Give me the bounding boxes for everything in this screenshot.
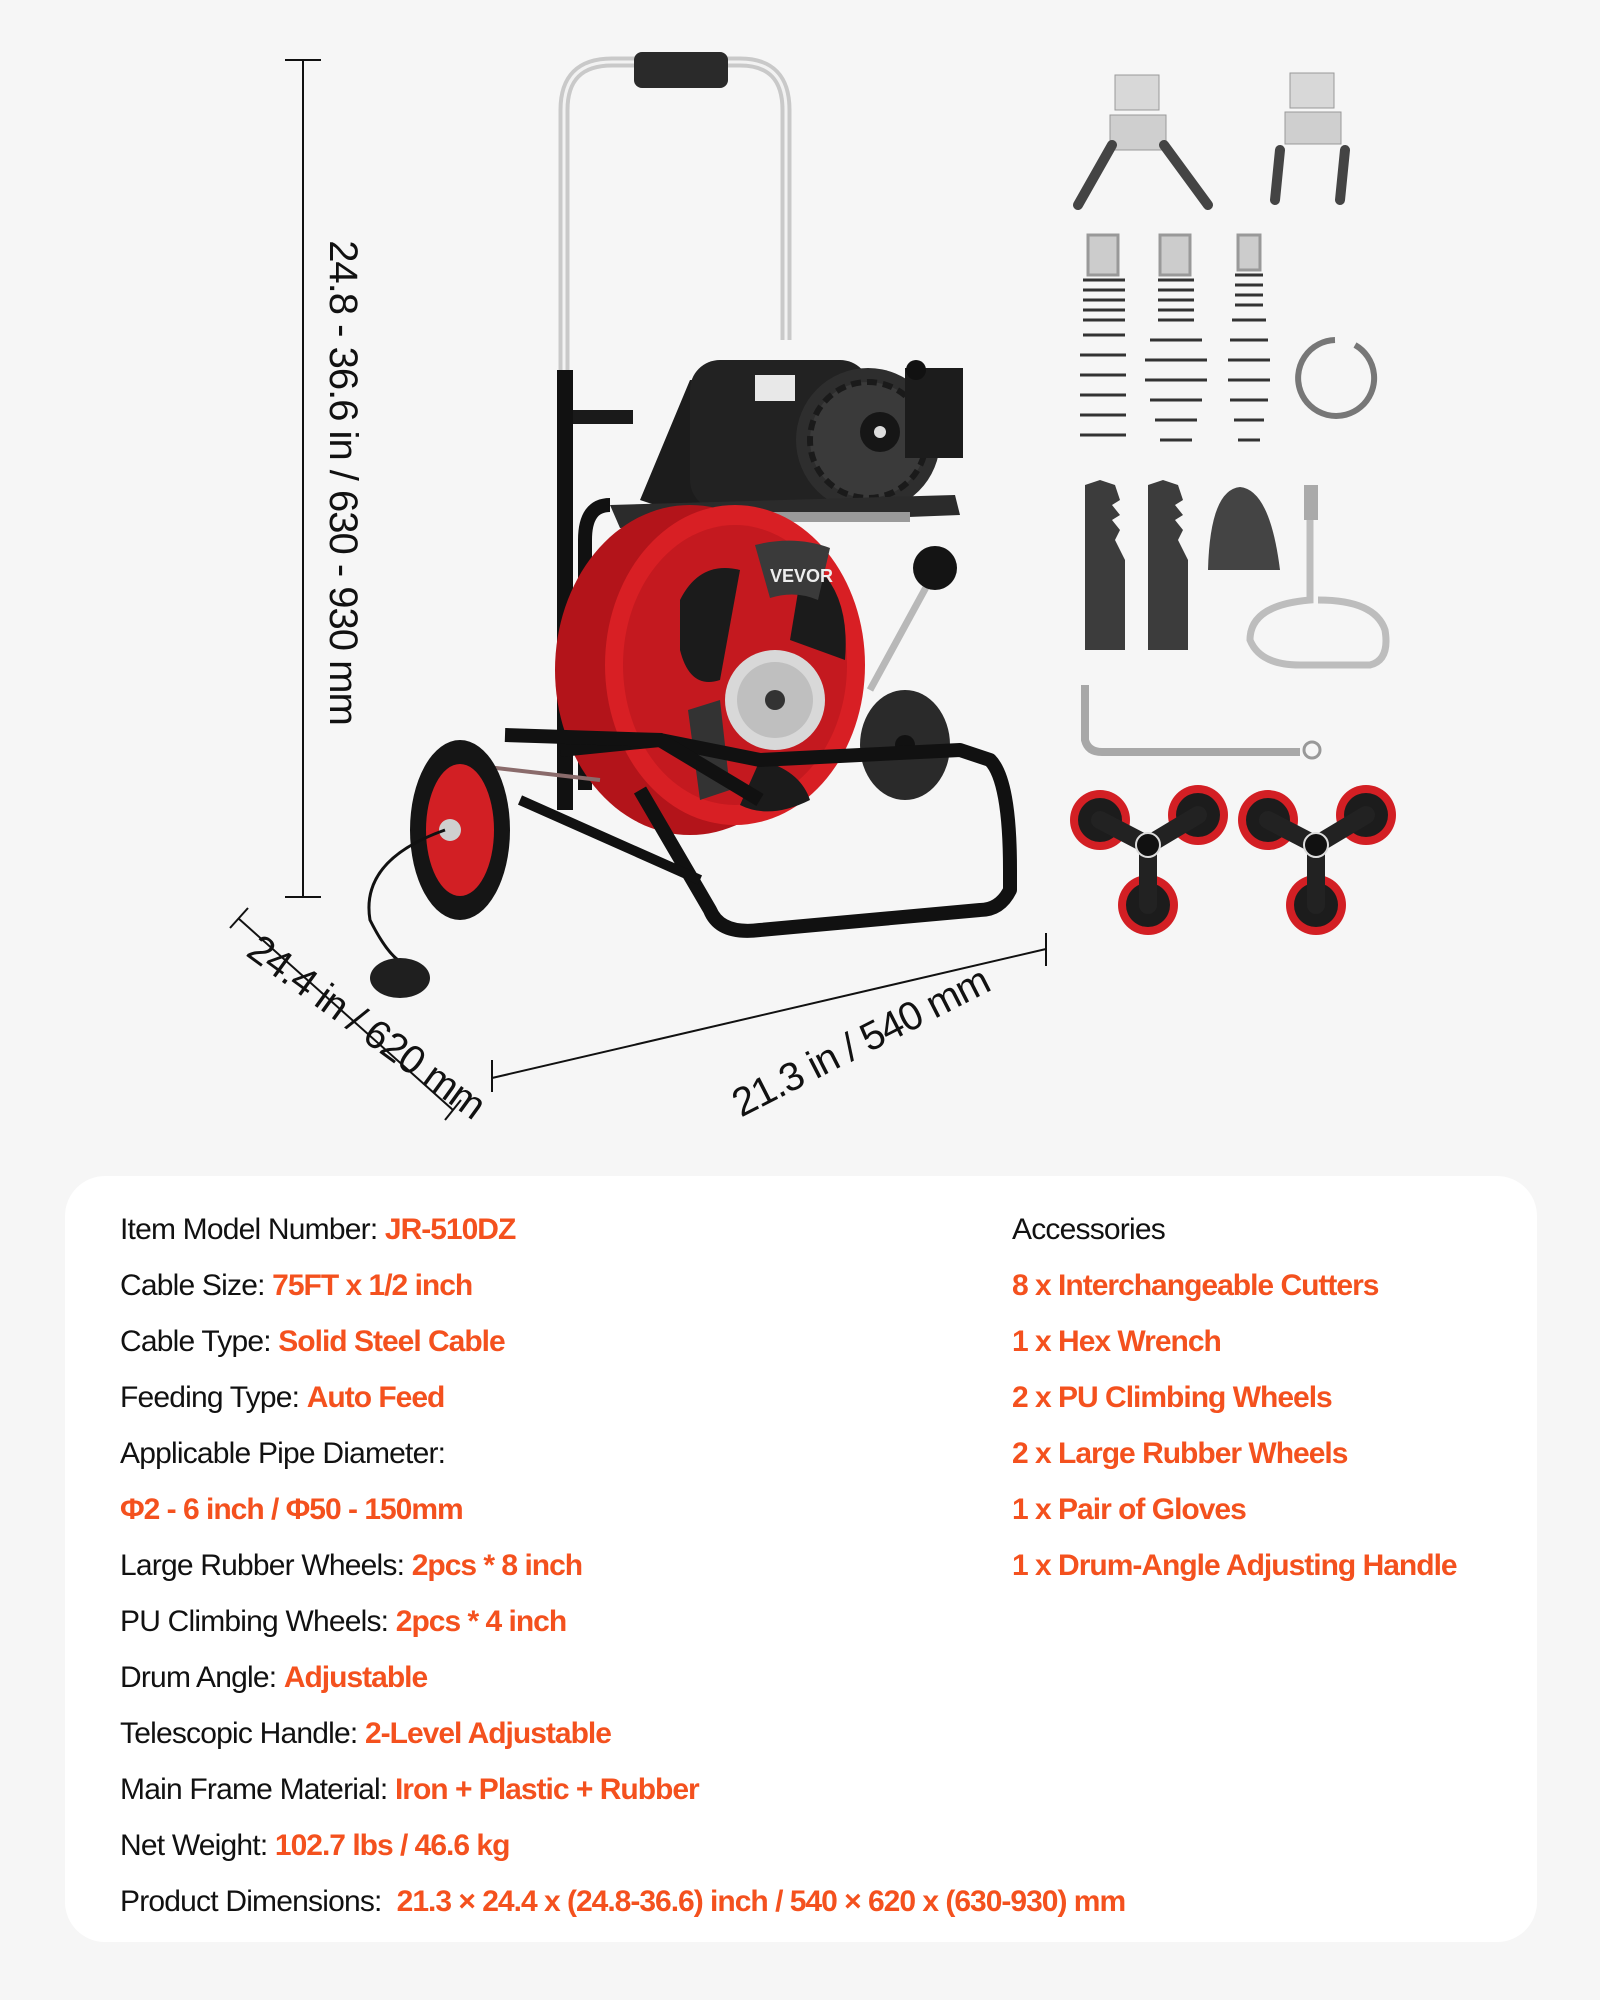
spec-label: Product Dimensions: [120,1885,397,1918]
spec-label: Large Rubber Wheels: [120,1549,412,1582]
accessory-item: 2 x Large Rubber Wheels [1012,1437,1348,1470]
width-dimension-line [491,933,1047,1092]
accessory-item: 1 x Drum-Angle Adjusting Handle [1012,1549,1458,1582]
climbing-wheels-accessory [1070,785,1396,935]
spec-label: Net Weight: [120,1829,275,1862]
spec-value: 21.3 × 24.4 x (24.8-36.6) inch / 540 × 6… [396,1885,1126,1918]
spec-value: JR-510DZ [384,1213,516,1246]
drain-cleaner-machine: VEVOR [367,52,1017,998]
spec-value: 2-Level Adjustable [364,1717,612,1750]
spec-value: Adjustable [283,1661,428,1694]
spec-label: Feeding Type: [120,1381,307,1414]
depth-dimension-line [229,907,462,1121]
spec-row-pipe-diameter-label: Applicable Pipe Diameter: [120,1426,1125,1482]
height-dimension-line [285,59,321,898]
specifications-card: Item Model Number: JR-510DZ Cable Size: … [65,1176,1537,1942]
spec-label: Applicable Pipe Diameter: [120,1437,446,1470]
spec-label: Cable Size: [120,1269,273,1302]
spec-row-model: Item Model Number: JR-510DZ [120,1202,1125,1258]
spec-row-drum-angle: Drum Angle: Adjustable [120,1650,1125,1706]
spec-row-cable-type: Cable Type: Solid Steel Cable [120,1314,1125,1370]
spec-value: Iron + Plastic + Rubber [394,1773,700,1806]
spec-value: 75FT x 1/2 inch [272,1269,473,1302]
product-illustration-area: VEVOR [229,52,1396,1128]
accessory-item: 8 x Interchangeable Cutters [1012,1269,1379,1302]
spec-label: PU Climbing Wheels: [120,1605,396,1638]
accessory-item: 2 x PU Climbing Wheels [1012,1381,1333,1414]
spec-label: Item Model Number: [120,1213,385,1246]
spec-value: 102.7 lbs / 46.6 kg [274,1829,510,1862]
spec-label: Cable Type: [120,1325,279,1358]
vevor-logo: VEVOR [770,566,833,586]
spec-row-climbing-wheels: PU Climbing Wheels: 2pcs * 4 inch [120,1594,1125,1650]
accessory-cutters [1073,72,1390,760]
spec-value: 2pcs * 8 inch [411,1549,583,1582]
accessory-item: 1 x Pair of Gloves [1012,1493,1247,1526]
product-illustration: VEVOR [229,52,1396,1121]
spec-list: Item Model Number: JR-510DZ Cable Size: … [120,1202,1126,1930]
height-dimension-label: 24.8 - 36.6 in / 630 - 930 mm [320,240,365,725]
spec-row-telescopic-handle: Telescopic Handle: 2-Level Adjustable [120,1706,1125,1762]
spec-label: Drum Angle: [120,1661,284,1694]
accessory-item: 1 x Hex Wrench [1012,1325,1222,1358]
spec-row-cable-size: Cable Size: 75FT x 1/2 inch [120,1258,1125,1314]
spec-value: 2pcs * 4 inch [395,1605,567,1638]
accessories-title: Accessories [1012,1213,1166,1246]
spec-value: Auto Feed [306,1381,446,1414]
spec-row-pipe-diameter-value: Φ2 - 6 inch / Φ50 - 150mm [120,1482,1125,1538]
spec-row-feeding-type: Feeding Type: Auto Feed [120,1370,1125,1426]
spec-label: Telescopic Handle: [120,1717,365,1750]
spec-row-rubber-wheels: Large Rubber Wheels: 2pcs * 8 inch [120,1538,1125,1594]
spec-row-net-weight: Net Weight: 102.7 lbs / 46.6 kg [120,1818,1125,1874]
spec-row-product-dimensions: Product Dimensions: 21.3 × 24.4 x (24.8-… [120,1874,1126,1930]
spec-value: Φ2 - 6 inch / Φ50 - 150mm [120,1493,464,1526]
spec-row-frame-material: Main Frame Material: Iron + Plastic + Ru… [120,1762,1125,1818]
spec-value: Solid Steel Cable [278,1325,505,1358]
accessories-list: Accessories 8 x Interchangeable Cutters … [1012,1202,1458,1594]
spec-label: Main Frame Material: [120,1773,395,1806]
